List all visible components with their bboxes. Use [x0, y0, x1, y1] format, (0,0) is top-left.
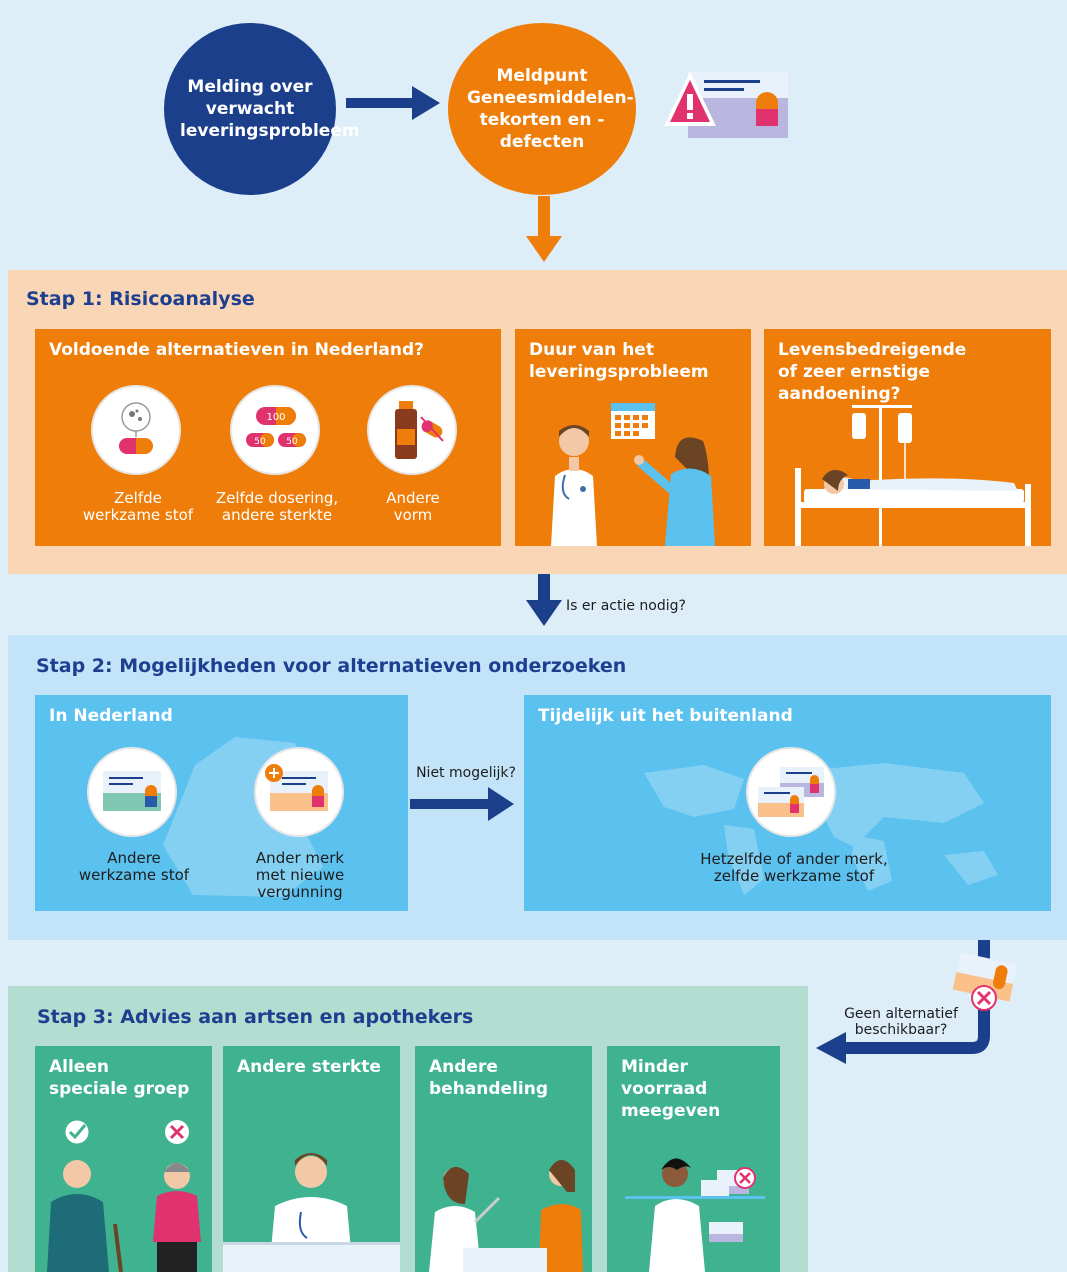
report-circle: Melding over verwacht leveringsprobleem: [164, 23, 360, 195]
medicine-box-orange-icon: [265, 764, 328, 811]
caption-abroad: Hetzelfde of ander merk, zelfde werkzame…: [700, 850, 888, 885]
card-less-stock-title: Minder voorraad meegeven: [621, 1057, 721, 1121]
card-special-group: Alleen speciale groep: [35, 1046, 212, 1272]
step1-band: Stap 1: Risicoanalyse Voldoende alternat…: [8, 270, 1067, 574]
arrow1-label: Is er actie nodig?: [566, 598, 686, 614]
other-brand-circle: [254, 747, 344, 837]
other-form-circle: [367, 385, 457, 475]
doctor-patient-calendar-icon: [551, 403, 715, 546]
step3-band: Stap 3: Advies aan artsen en apothekers …: [8, 986, 808, 1272]
step3-title: Stap 3: Advies aan artsen en apothekers: [37, 1006, 474, 1028]
same-dosage-circle: 100 50 50: [230, 385, 320, 475]
pharmacist-icon: [625, 1158, 765, 1272]
abroad-circle: [746, 747, 836, 837]
card-buitenland: Tijdelijk uit het buitenland Hetzelfd: [524, 695, 1051, 911]
doctor-writing-icon: [223, 1153, 400, 1272]
two-medicine-boxes-icon: [758, 767, 824, 817]
syrup-bottle-icon: [395, 401, 444, 459]
not-possible-label: Niet mogelijk?: [416, 765, 516, 781]
caption-same-substance: Zelfde werkzame stof: [82, 489, 194, 524]
hospital-bed-icon: [795, 405, 1031, 546]
medicine-box-green-icon: [103, 771, 161, 811]
arrow-right-icon: [346, 86, 440, 120]
card-duration-title: Duur van het leveringsprobleem: [529, 340, 709, 382]
report-circle-text: Melding over verwacht leveringsprobleem: [180, 77, 360, 141]
card-in-nederland-title: In Nederland: [49, 706, 173, 726]
card-less-stock: Minder voorraad meegeven: [607, 1046, 780, 1272]
card-buitenland-title: Tijdelijk uit het buitenland: [538, 706, 793, 726]
molecule-pill-icon: [119, 402, 153, 454]
caption-same-dosage: Zelfde dosering, andere sterkte: [215, 489, 339, 524]
no-medicine-box-icon: [952, 952, 1018, 1011]
caption-other-brand: Ander merk met nieuwe vergunning: [255, 849, 345, 901]
card-severity-title: Levensbedreigende of zeer ernstige aando…: [778, 340, 967, 404]
caption-other-form: Andere vorm: [386, 489, 440, 524]
connector-arrow-left-icon: [816, 940, 990, 1064]
card-special-group-title: Alleen speciale groep: [49, 1057, 190, 1099]
meldpunt-circle: Meldpunt Geneesmiddelen-tekorten en -def…: [448, 23, 636, 195]
other-substance-circle: [87, 747, 177, 837]
step2-title: Stap 2: Mogelijkheden voor alternatieven…: [36, 655, 627, 677]
card-in-nederland: In Nederland: [35, 695, 408, 911]
world-map-icon: [644, 763, 998, 895]
pill-label-50-a: 50: [254, 437, 266, 447]
card-other-strength-title: Andere sterkte: [237, 1057, 381, 1077]
card-other-strength: Andere sterkte: [223, 1046, 400, 1272]
nurse-injection-icon: [429, 1160, 583, 1272]
same-substance-circle: [91, 385, 181, 475]
warning-document-icon: [664, 72, 788, 138]
arrow-right-navy-icon: [410, 787, 514, 821]
arrow-down-navy-icon: [526, 574, 562, 626]
card-alternatives: Voldoende alternatieven in Nederland?: [35, 329, 501, 546]
dosage-pills-icon: 100 50 50: [246, 407, 306, 447]
card-other-treatment: Andere behandeling: [415, 1046, 592, 1272]
caption-other-substance: Andere werkzame stof: [78, 849, 190, 884]
elderly-and-young-icon: [47, 1119, 201, 1272]
step1-title: Stap 1: Risicoanalyse: [26, 288, 255, 310]
pill-label-50-b: 50: [286, 437, 298, 447]
no-alternative-label: Geen alternatief beschikbaar?: [844, 1006, 958, 1038]
pill-label-100: 100: [266, 412, 285, 423]
card-duration: Duur van het leveringsprobleem: [515, 329, 751, 546]
card-other-treatment-title: Andere behandeling: [429, 1057, 548, 1099]
step2-band: Stap 2: Mogelijkheden voor alternatieven…: [8, 635, 1067, 940]
card-severity: Levensbedreigende of zeer ernstige aando…: [764, 329, 1051, 546]
card-alternatives-title: Voldoende alternatieven in Nederland?: [49, 340, 424, 360]
meldpunt-circle-text: Meldpunt Geneesmiddelen-tekorten en -def…: [467, 66, 634, 152]
arrow-down-icon: [526, 196, 562, 262]
